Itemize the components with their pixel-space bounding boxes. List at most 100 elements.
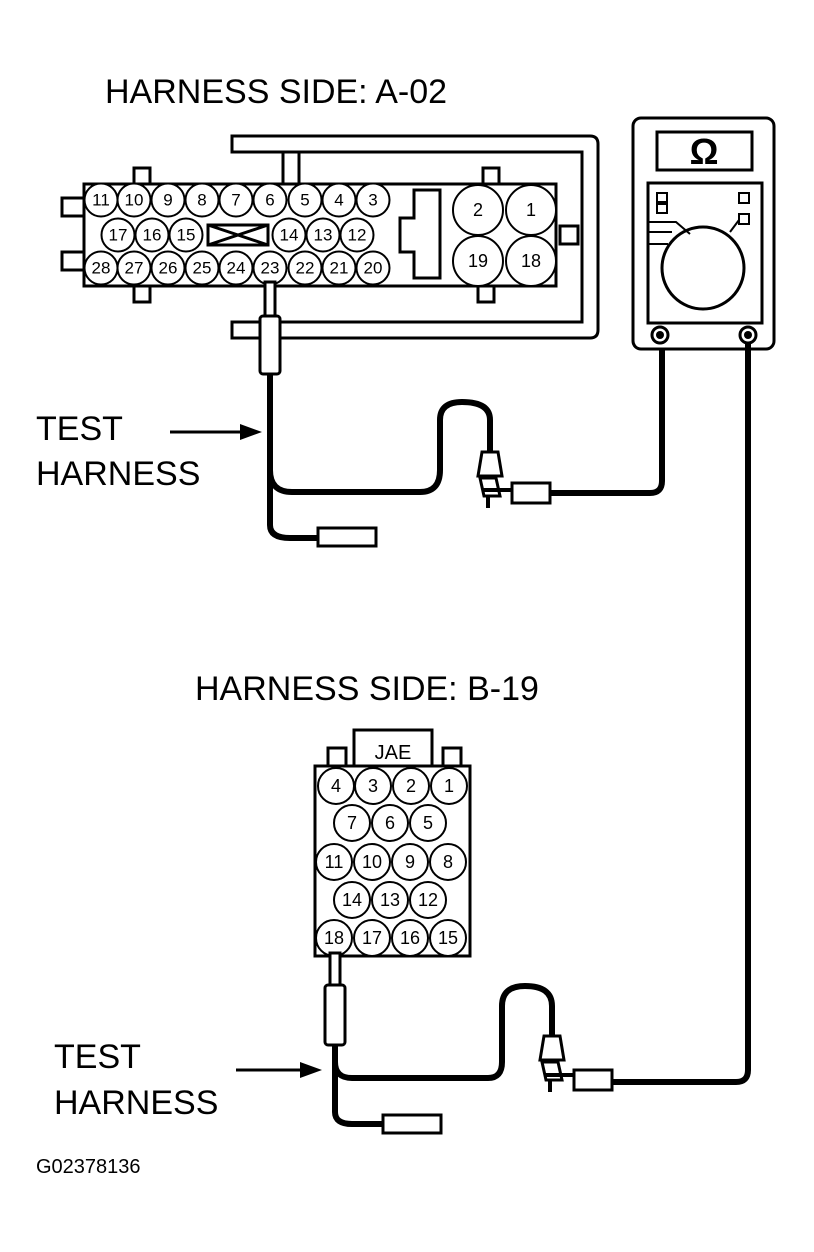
pin-b-10: 10 [353, 843, 391, 881]
svg-text:7: 7 [347, 813, 357, 833]
pin-b-7: 7 [333, 804, 371, 842]
pin-b-12: 12 [409, 881, 447, 919]
pin-a-26: 26 [150, 250, 186, 286]
pin-b-14: 14 [333, 881, 371, 919]
connector-b-maker: JAE [375, 742, 412, 764]
svg-text:16: 16 [400, 928, 420, 948]
pin-a-22: 22 [287, 250, 323, 286]
connector-b-pins: 4 3 2 1 7 6 5 11 10 9 8 14 13 12 18 17 1… [315, 767, 468, 957]
svg-text:1: 1 [526, 200, 536, 220]
svg-text:11: 11 [325, 852, 344, 872]
pin-a-16: 16 [134, 217, 170, 253]
probe-a [258, 280, 282, 376]
pin-a-17: 17 [100, 217, 136, 253]
svg-text:6: 6 [265, 191, 274, 210]
svg-text:12: 12 [418, 890, 438, 910]
pin-a-23: 23 [252, 250, 288, 286]
pin-b-15: 15 [429, 919, 467, 957]
connector-b-title: HARNESS SIDE: B-19 [195, 670, 539, 708]
pin-a-12: 12 [339, 217, 375, 253]
pin-a-18: 18 [505, 235, 557, 287]
svg-text:27: 27 [125, 259, 144, 278]
pin-b-3: 3 [354, 767, 392, 805]
svg-text:1: 1 [444, 776, 454, 796]
pin-b-6: 6 [371, 804, 409, 842]
pin-b-16: 16 [391, 919, 429, 957]
svg-text:5: 5 [423, 813, 433, 833]
pin-a-25: 25 [184, 250, 220, 286]
pin-b-9: 9 [391, 843, 429, 881]
svg-text:14: 14 [280, 226, 299, 245]
svg-text:10: 10 [362, 852, 382, 872]
test-harness-b [332, 982, 614, 1135]
pin-a-27: 27 [116, 250, 152, 286]
pin-a-15: 15 [168, 217, 204, 253]
pin-a-5: 5 [287, 182, 323, 218]
svg-text:5: 5 [300, 191, 309, 210]
pin-a-14: 14 [271, 217, 307, 253]
ohm-icon: Ω [690, 131, 719, 172]
ohmmeter [631, 116, 776, 351]
svg-text:6: 6 [385, 813, 395, 833]
svg-text:2: 2 [406, 776, 416, 796]
svg-text:2: 2 [473, 200, 483, 220]
svg-text:23: 23 [261, 259, 280, 278]
svg-text:9: 9 [405, 852, 415, 872]
test-harness-a-label-line2: HARNESS [36, 455, 200, 493]
svg-text:4: 4 [334, 191, 343, 210]
pin-a-9: 9 [150, 182, 186, 218]
pin-a-7: 7 [218, 182, 254, 218]
pin-a-13: 13 [305, 217, 341, 253]
svg-text:9: 9 [163, 191, 172, 210]
svg-text:17: 17 [109, 226, 128, 245]
svg-text:21: 21 [330, 259, 349, 278]
svg-text:13: 13 [314, 226, 333, 245]
svg-text:19: 19 [468, 251, 488, 271]
pin-b-8: 8 [429, 843, 467, 881]
svg-text:11: 11 [92, 191, 110, 210]
pin-b-4: 4 [317, 767, 355, 805]
svg-text:3: 3 [368, 776, 378, 796]
pin-b-5: 5 [409, 804, 447, 842]
arrow-icon [170, 424, 262, 440]
svg-text:20: 20 [364, 259, 383, 278]
svg-text:8: 8 [443, 852, 453, 872]
svg-text:26: 26 [159, 259, 178, 278]
meter-lead-b [612, 343, 751, 1085]
pin-b-13: 13 [371, 881, 409, 919]
pin-a-2: 2 [452, 184, 504, 236]
svg-text:25: 25 [193, 259, 212, 278]
pin-a-28: 28 [83, 250, 119, 286]
svg-text:17: 17 [362, 928, 382, 948]
pin-b-17: 17 [353, 919, 391, 957]
pin-a-4: 4 [321, 182, 357, 218]
pin-a-21: 21 [321, 250, 357, 286]
figure-id: G02378136 [36, 1156, 141, 1178]
pin-b-18: 18 [315, 919, 353, 957]
test-harness-a [267, 338, 665, 548]
pin-a-1: 1 [505, 184, 557, 236]
probe-b [323, 951, 347, 1047]
svg-text:4: 4 [331, 776, 341, 796]
pin-a-8: 8 [184, 182, 220, 218]
svg-text:24: 24 [227, 259, 246, 278]
test-harness-a-label-line1: TEST [36, 410, 123, 448]
svg-text:8: 8 [197, 191, 206, 210]
svg-text:15: 15 [177, 226, 196, 245]
pin-a-6: 6 [252, 182, 288, 218]
svg-text:10: 10 [125, 191, 144, 210]
svg-text:18: 18 [521, 251, 541, 271]
test-harness-b-label-line2: HARNESS [54, 1084, 218, 1122]
arrow-icon [236, 1062, 322, 1078]
pin-b-2: 2 [392, 767, 430, 805]
pin-a-10: 10 [116, 182, 152, 218]
svg-text:16: 16 [143, 226, 162, 245]
test-harness-b-label-line1: TEST [54, 1038, 141, 1076]
connector-a-pins: 11 10 9 8 7 6 5 4 3 17 16 15 14 13 12 28… [83, 182, 557, 287]
pin-a-24: 24 [218, 250, 254, 286]
svg-text:14: 14 [342, 890, 362, 910]
pin-a-19: 19 [452, 235, 504, 287]
pin-b-11: 11 [315, 843, 353, 881]
pin-a-3: 3 [355, 182, 391, 218]
